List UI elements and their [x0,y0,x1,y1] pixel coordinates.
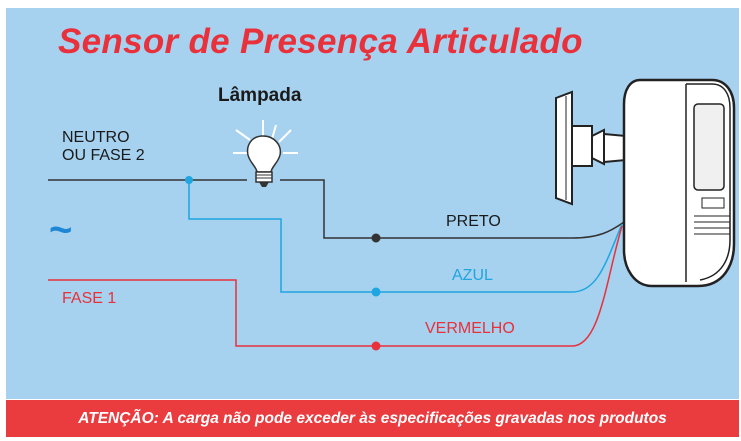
wire-vermelho [48,225,623,347]
presence-sensor-icon [555,78,736,288]
junction-blue-neutral [185,176,193,184]
warning-banner: ATENÇÃO: A carga não pode exceder às esp… [6,400,739,437]
lamp-label: Lâmpada [218,85,302,106]
wire-label-azul: AZUL [452,267,493,284]
wire-label-preto: PRETO [446,213,501,230]
wire-label-vermelho: VERMELHO [425,320,515,337]
diagram-background [6,8,739,399]
junction-preto [371,233,381,243]
lamp-icon [233,120,298,187]
junction-vermelho [371,341,381,351]
junction-azul [371,287,381,297]
wire-azul [188,180,623,293]
ac-symbol: ~ [49,208,73,252]
neutral-label-line2: OU FASE 2 [62,147,145,164]
neutral-label: NEUTRO OU FASE 2 [62,129,145,165]
wire-preto [280,179,625,239]
neutral-label-line1: NEUTRO [62,129,130,146]
warning-text: ATENÇÃO: A carga não pode exceder às esp… [78,409,667,427]
phase1-label: FASE 1 [62,290,117,307]
diagram-title: Sensor de Presença Articulado [58,22,583,61]
